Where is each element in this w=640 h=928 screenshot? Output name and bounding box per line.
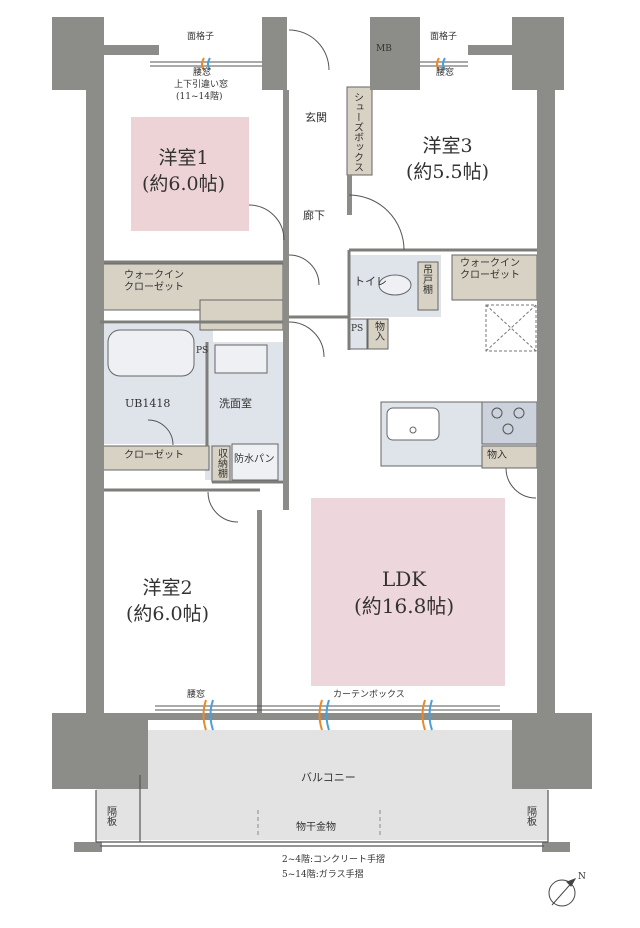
ldk-highlight xyxy=(311,498,505,686)
bathtub xyxy=(107,329,195,377)
unit-bath-label: UB1418 xyxy=(125,397,171,410)
partition-right-label: 隔板 xyxy=(524,806,536,826)
western1-label: 洋室1 (約6.0帖) xyxy=(142,146,225,197)
window-floors-label: (11~14階) xyxy=(176,92,223,102)
washing-pan xyxy=(231,443,279,481)
drying-hardware-label: 物干金物 xyxy=(296,822,336,833)
washbasin xyxy=(214,344,268,374)
partitions xyxy=(100,248,537,492)
western2-size: (約6.0帖) xyxy=(126,602,210,625)
storage-shelf-label: 収納棚 xyxy=(215,448,227,478)
burner-2 xyxy=(513,407,525,419)
hanging-shelf-label: 吊戸棚 xyxy=(420,264,432,294)
ldk-name: LDK xyxy=(381,567,427,591)
western1-highlight xyxy=(131,117,249,231)
walls xyxy=(52,17,592,852)
western3-label: 洋室3 (約5.5帖) xyxy=(406,134,489,185)
rail-note-5-14: 5~14階:ガラス手摺 xyxy=(282,870,364,880)
mb-label: MB xyxy=(376,44,392,54)
window-sliding-label: 上下引違い窓 xyxy=(174,80,229,90)
sink-drain xyxy=(409,426,417,434)
balcony-floor xyxy=(96,730,548,840)
grille-left-label: 面格子 xyxy=(187,32,215,42)
burner-3 xyxy=(502,423,514,435)
north-arrow-icon xyxy=(548,878,577,907)
waist-window-right-label: 腰窓 xyxy=(436,68,455,78)
western3-size: (約5.5帖) xyxy=(406,160,490,183)
waist-window-bottom-label: 腰窓 xyxy=(187,690,206,700)
waterproof-pan-label: 防水パン xyxy=(234,454,275,465)
walkin-closet-1-ext xyxy=(199,299,284,331)
sink xyxy=(386,407,440,441)
ps-label-bath: PS xyxy=(196,346,209,356)
washroom-label: 洗面室 xyxy=(219,397,252,410)
waist-window-left-label: 腰窓 xyxy=(193,68,212,78)
drying-hardware xyxy=(257,810,381,838)
western2-label: 洋室2 (約6.0帖) xyxy=(126,576,209,627)
toilet-bowl xyxy=(378,274,412,296)
fridge-space xyxy=(485,304,537,352)
western3-name: 洋室3 xyxy=(422,135,473,157)
western1-name: 洋室1 xyxy=(158,147,209,169)
western1-size: (約6.0帖) xyxy=(142,172,226,195)
walkin-closet-1-label: ウォークイン クローゼット xyxy=(124,270,184,293)
compass-label: N xyxy=(578,872,586,882)
curtain-box-label: カーテンボックス xyxy=(333,690,405,700)
walkin-closet-2-area xyxy=(451,254,538,301)
grille-right-label: 面格子 xyxy=(430,32,458,42)
entrance-label: 玄関 xyxy=(305,111,327,124)
ldk-label: LDK (約16.8帖) xyxy=(354,566,454,620)
walkin-closet-2-label: ウォークイン クローゼット xyxy=(460,258,520,281)
storage-toilet-area xyxy=(367,318,389,350)
hanging-shelf-area xyxy=(417,261,439,311)
partition-left-label: 隔板 xyxy=(104,806,116,826)
shoe-box-area xyxy=(346,86,373,176)
ventilation-arrows xyxy=(201,57,446,731)
toilet-label: トイレ xyxy=(354,275,387,288)
storage-toilet-label: 物入 xyxy=(372,321,384,341)
balcony-railing xyxy=(95,775,549,847)
closet-label: クローゼット xyxy=(124,450,184,461)
rail-note-2-4: 2~4階:コンクリート手摺 xyxy=(282,855,386,865)
shoe-box-label: シューズボックス xyxy=(351,92,363,172)
ps-label-toilet: PS xyxy=(351,324,364,334)
burner-1 xyxy=(491,407,503,419)
storage-kitchen-label: 物入 xyxy=(487,450,507,461)
western2-name: 洋室2 xyxy=(142,577,193,599)
corridor-label: 廊下 xyxy=(303,209,325,222)
balcony-label: バルコニー xyxy=(301,771,356,784)
ldk-size: (約16.8帖) xyxy=(354,594,455,618)
stove xyxy=(481,401,538,445)
door-swings xyxy=(147,29,537,523)
